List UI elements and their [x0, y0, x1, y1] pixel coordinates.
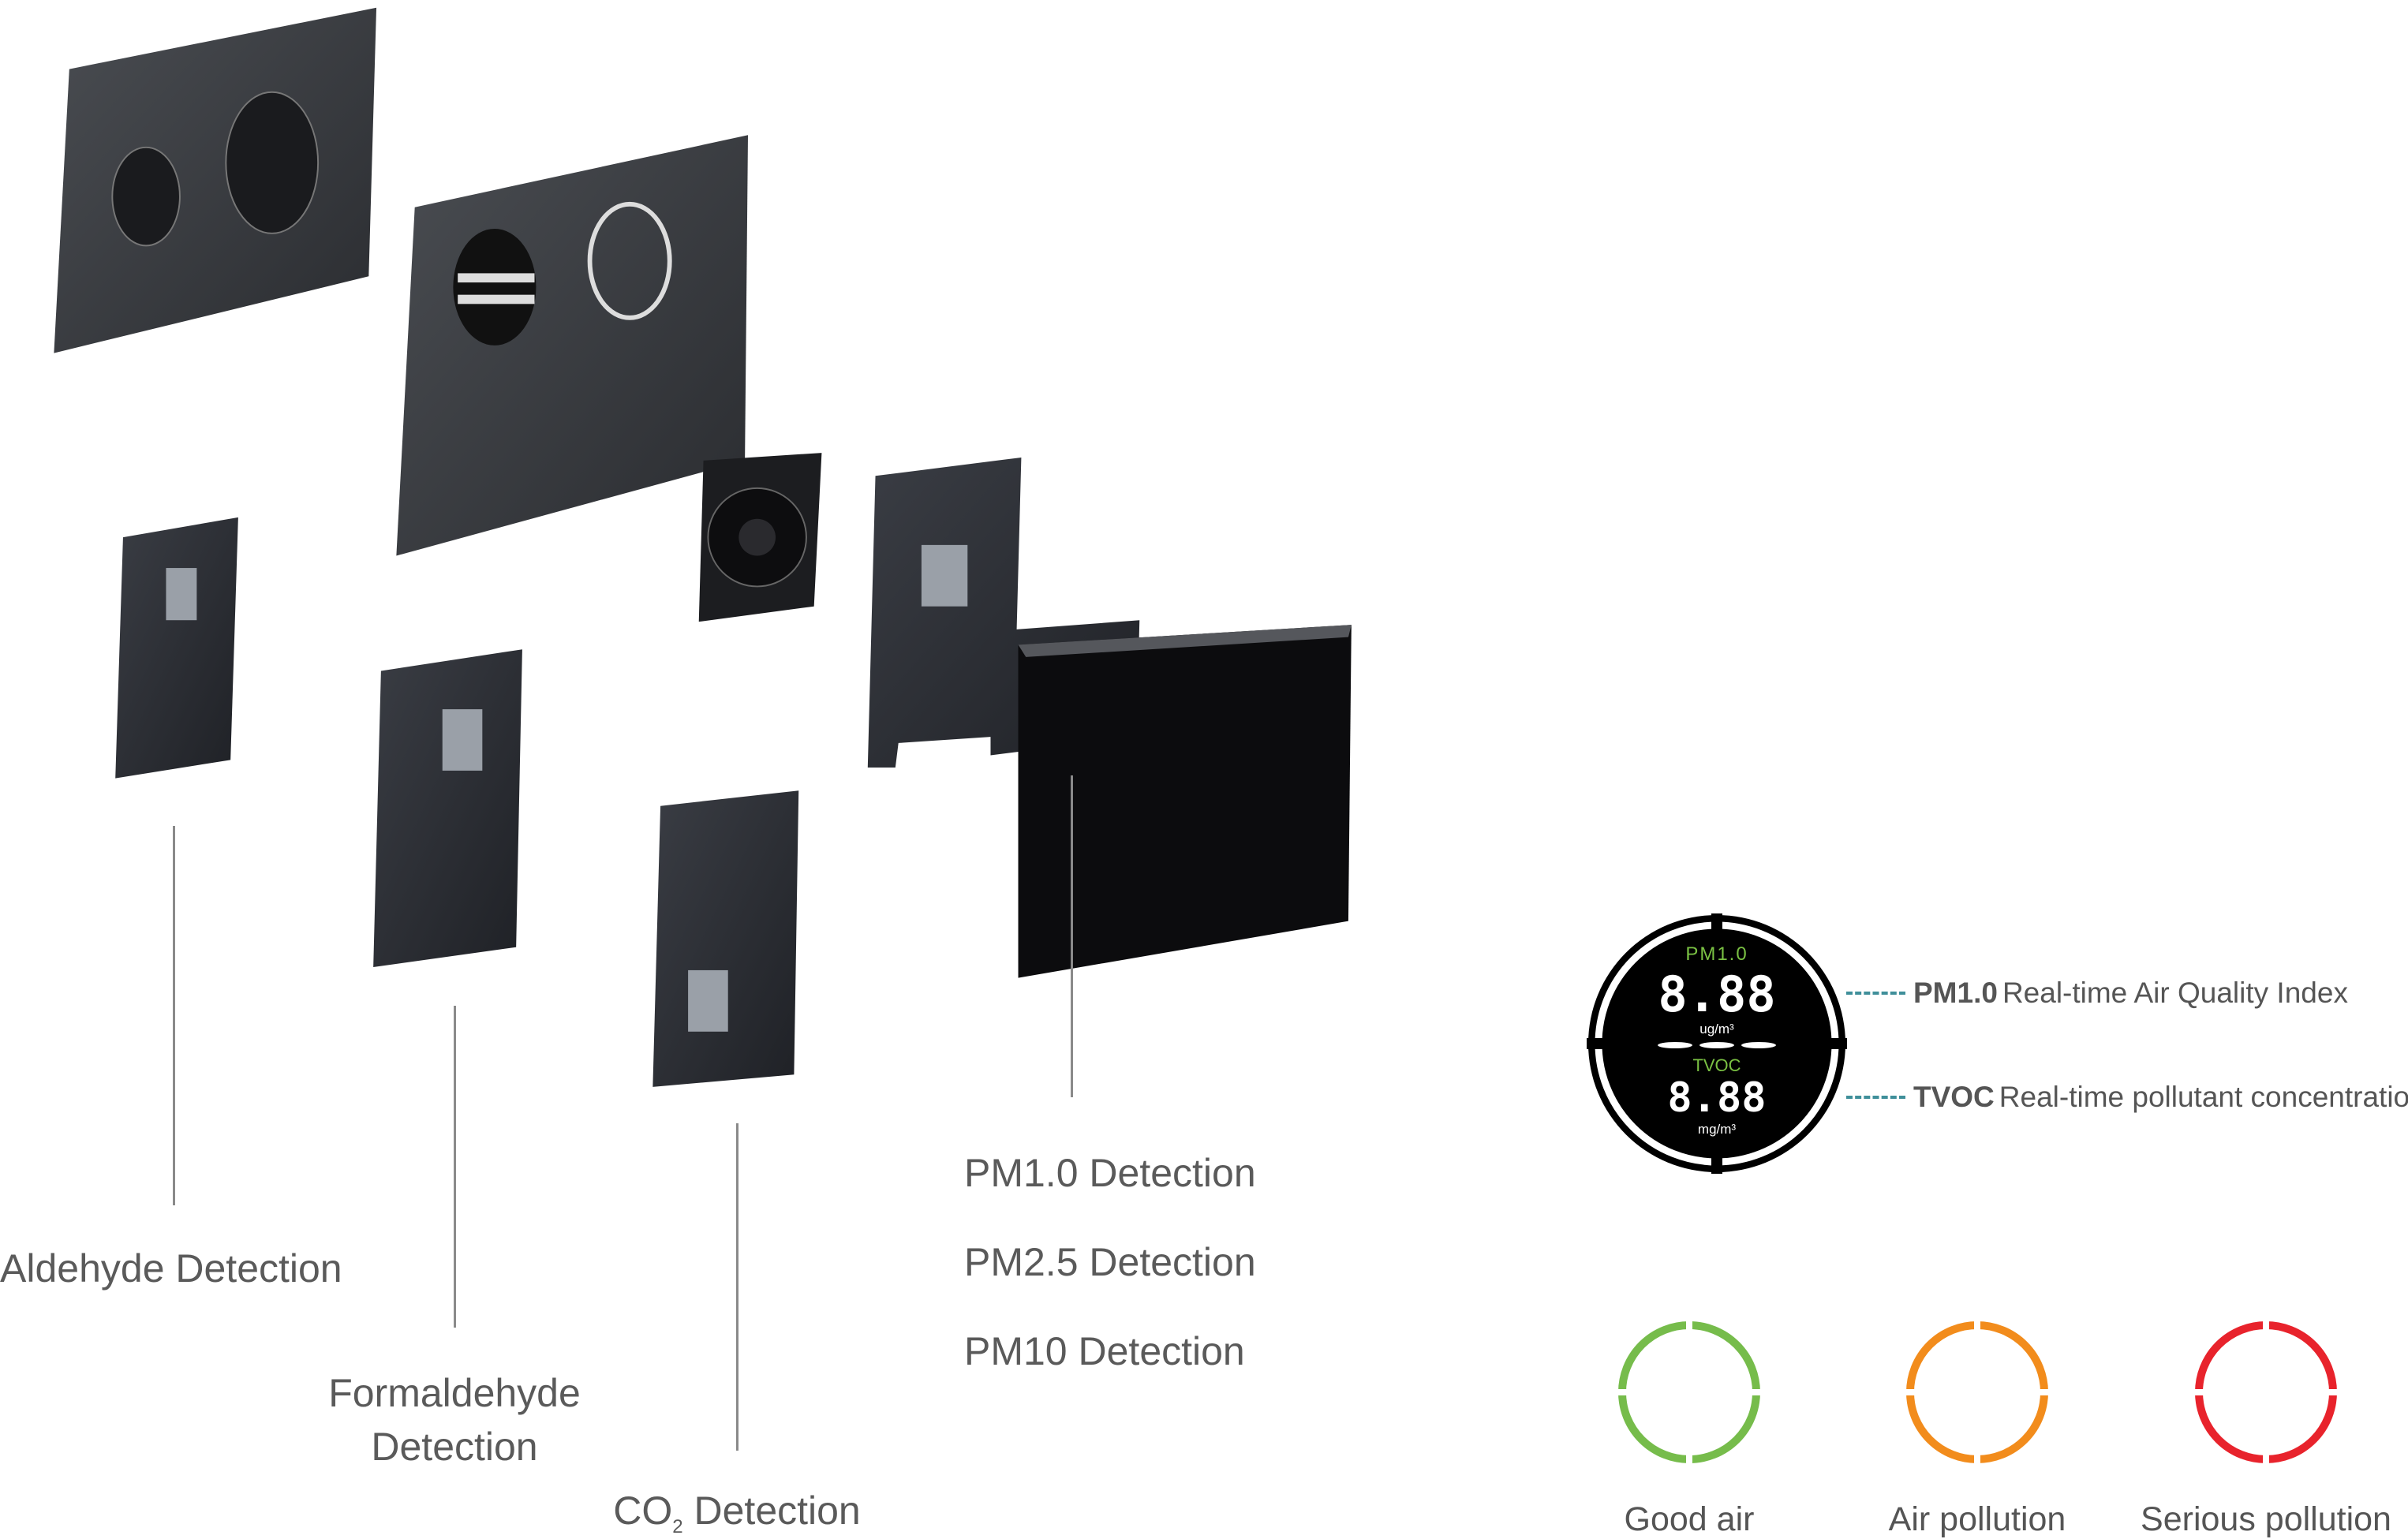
pcb-formaldehyde — [373, 649, 522, 968]
aldehyde-label: Aldehyde Detection — [0, 1246, 342, 1291]
co2-suffix: Detection — [682, 1489, 861, 1533]
pcb-co2 — [652, 790, 799, 1087]
pcb-aldehyde — [115, 517, 238, 779]
dashed-leader — [1846, 1096, 1905, 1099]
leader-line-formaldehyde — [454, 1006, 456, 1328]
dashed-leader — [1846, 992, 1905, 995]
formaldehyde-label-line2: Detection — [371, 1425, 538, 1469]
pm1-label: PM1.0 Detection — [964, 1151, 1256, 1195]
ring-label-good: Good air — [1624, 1500, 1755, 1538]
formaldehyde-label: Formaldehyde Detection — [328, 1366, 581, 1474]
pm25-label: PM2.5 Detection — [964, 1240, 1256, 1284]
pm10-label: PM10 Detection — [964, 1329, 1245, 1373]
callout-pm1-bold: PM1.0 — [1913, 977, 1998, 1009]
display-pm-label: PM1.0 — [1685, 943, 1748, 965]
callout-pm1: PM1.0 Real-time Air Quality Index — [1846, 977, 2348, 1010]
display-bezel — [1587, 913, 1847, 1174]
ring-label-serious: Serious pollution — [2141, 1500, 2391, 1538]
air-pollution-ring-icon — [1905, 1320, 2050, 1465]
vent-panel — [396, 135, 749, 556]
rear-housing — [1018, 625, 1352, 978]
formaldehyde-label-line1: Formaldehyde — [328, 1371, 581, 1415]
ring-label-pollution: Air pollution — [1888, 1500, 2066, 1538]
leader-line-aldehyde — [173, 826, 175, 1205]
co2-prefix: CO — [613, 1489, 673, 1533]
display-pm-unit: ug/m³ — [1699, 1022, 1734, 1037]
serious-pollution-ring-icon — [2193, 1320, 2339, 1465]
fan — [698, 453, 822, 622]
air-quality-display: PM1.0 8.88 ug/m³ TVOC 8.88 mg/m³ — [1587, 913, 1847, 1174]
display-pm-value: 8.88 — [1658, 966, 1776, 1023]
display-tvoc-label: TVOC — [1692, 1055, 1741, 1075]
leader-line-co2 — [736, 1123, 738, 1451]
leader-line-pm — [1071, 775, 1073, 1097]
callout-pm1-text: Real-time Air Quality Index — [2002, 977, 2348, 1009]
good-air-ring-icon — [1617, 1320, 1762, 1465]
front-panel — [54, 7, 377, 353]
callout-tvoc-text: Real-time pollutant concentration — [1999, 1081, 2408, 1113]
co2-subscript: 2 — [672, 1516, 683, 1537]
co2-label: CO2 Detection — [613, 1491, 860, 1537]
display-tvoc-unit: mg/m³ — [1697, 1122, 1737, 1137]
callout-tvoc: TVOC Real-time pollutant concentration — [1846, 1081, 2408, 1114]
display-tvoc-value: 8.88 — [1667, 1074, 1767, 1122]
callout-tvoc-bold: TVOC — [1913, 1081, 1995, 1113]
